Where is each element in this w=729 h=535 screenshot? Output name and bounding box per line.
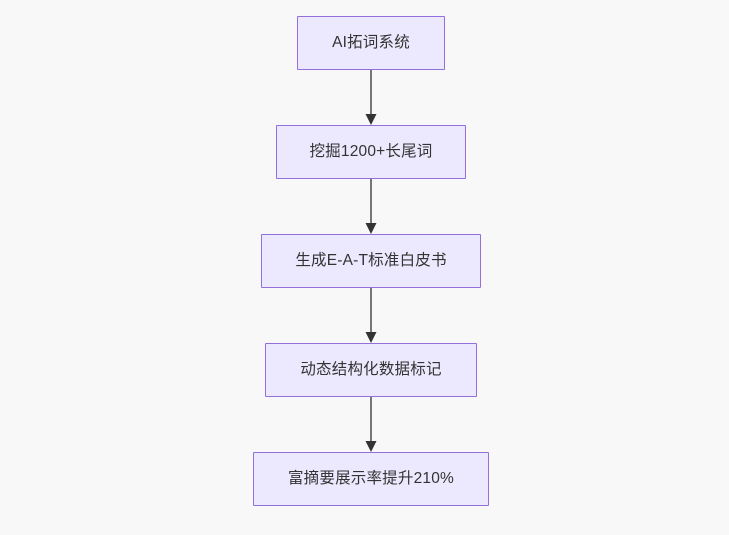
node-label: 动态结构化数据标记 bbox=[300, 361, 442, 379]
flowchart-node-n3[interactable]: 生成E-A-T标准白皮书 bbox=[261, 234, 481, 288]
edge-n3-n4 bbox=[365, 288, 377, 343]
flowchart-node-n1[interactable]: AI拓词系统 bbox=[297, 16, 445, 70]
flowchart-node-n4[interactable]: 动态结构化数据标记 bbox=[265, 343, 477, 397]
node-label: AI拓词系统 bbox=[332, 34, 410, 52]
node-label: 生成E-A-T标准白皮书 bbox=[295, 252, 447, 270]
node-label: 富摘要展示率提升210% bbox=[287, 470, 455, 488]
edge-n4-n5 bbox=[365, 397, 377, 452]
node-label: 挖掘1200+长尾词 bbox=[309, 143, 433, 161]
edge-n1-n2 bbox=[365, 70, 377, 125]
edge-n2-n3 bbox=[365, 179, 377, 234]
flowchart-node-n5[interactable]: 富摘要展示率提升210% bbox=[253, 452, 489, 506]
flowchart-node-n2[interactable]: 挖掘1200+长尾词 bbox=[276, 125, 466, 179]
